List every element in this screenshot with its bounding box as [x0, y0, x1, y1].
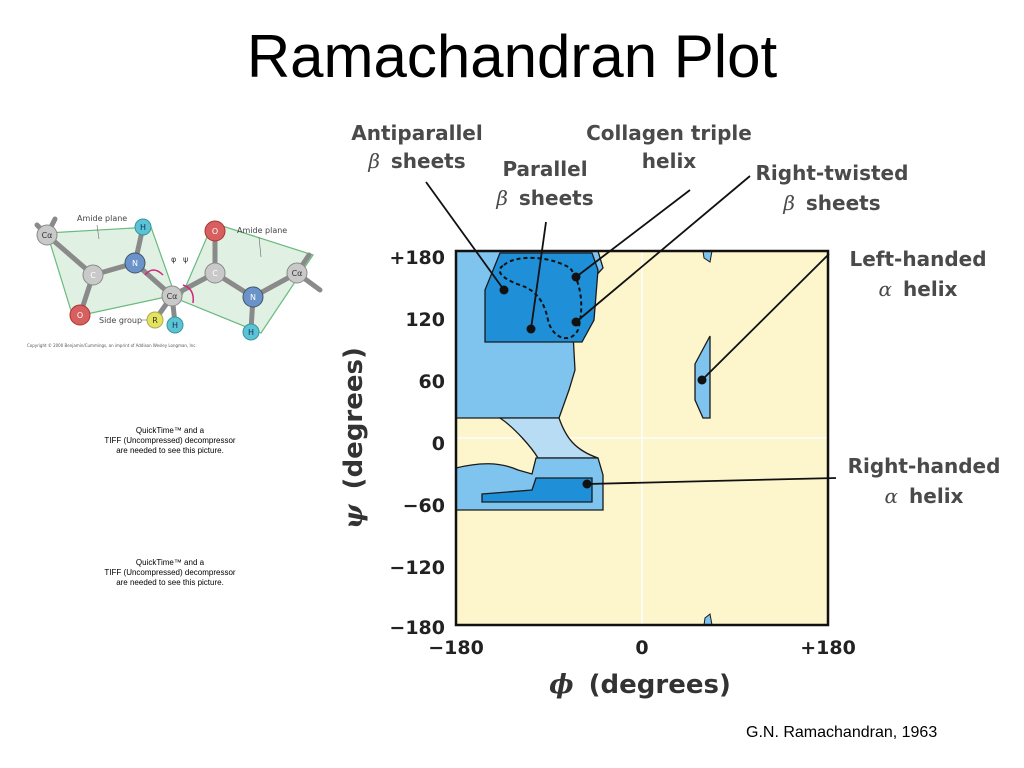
x-tick-label: 0 — [635, 637, 648, 659]
y-tick-label: 60 — [419, 371, 445, 393]
citation: G.N. Ramachandran, 1963 — [746, 724, 938, 741]
label-antiparallel-line2: β sheets — [367, 149, 465, 173]
atom-o-left — [69, 304, 91, 326]
atom-label-c-left: C — [90, 271, 96, 280]
marker-right-handed — [582, 479, 592, 489]
marker-collagen — [571, 272, 581, 282]
placeholder-line: TIFF (Uncompressed) decompressor — [104, 568, 236, 577]
atom-label-ca-left: Cα — [42, 231, 53, 240]
psi-angle-label: ψ — [183, 255, 188, 264]
x-axis-title: ϕ (degrees) — [549, 670, 731, 700]
leader-parallel — [530, 221, 547, 330]
atom-h-right — [242, 323, 260, 341]
atom-label-n-right: N — [250, 293, 256, 302]
atom-label-h-left: H — [140, 223, 146, 232]
atom-o-right — [204, 220, 226, 242]
label-antiparallel-line1: Antiparallel — [351, 121, 482, 145]
amide-plane-right-label: Amide plane — [237, 226, 287, 235]
label-text: helix — [903, 277, 958, 301]
marker-right-twisted — [571, 317, 581, 327]
atom-label-o-right: O — [212, 227, 218, 236]
placeholder-line: QuickTime™ and a — [135, 558, 205, 567]
quicktime-placeholder-2: QuickTime™ and a TIFF (Uncompressed) dec… — [70, 558, 270, 588]
atom-c-left — [82, 264, 104, 286]
y-tick-label: −120 — [389, 557, 445, 579]
alpha-symbol: α — [879, 277, 893, 301]
atom-label-n-left: N — [132, 259, 138, 268]
atom-n-left — [124, 252, 146, 274]
side-group-label: Side group — [99, 316, 142, 325]
y-tick-label: −60 — [403, 495, 445, 517]
y-tick-label: 0 — [432, 433, 445, 455]
y-tick-label: −180 — [389, 617, 445, 639]
slide-title: Ramachandran Plot — [246, 23, 778, 90]
label-left-handed-line1: Left-handed — [849, 247, 986, 271]
atom-c-right — [204, 262, 226, 284]
beta-symbol: β — [782, 191, 795, 215]
placeholder-line: are needed to see this picture. — [116, 446, 224, 455]
atom-label-ca-right: Cα — [292, 269, 303, 278]
x-tick-label: +180 — [800, 637, 856, 659]
region-core-beta — [484, 252, 599, 343]
beta-symbol: β — [367, 149, 380, 173]
label-parallel-line1: Parallel — [502, 157, 587, 181]
marker-left-handed — [697, 375, 707, 385]
label-right-twisted-line2: β sheets — [782, 191, 880, 215]
label-text: sheets — [519, 186, 594, 210]
label-text: helix — [909, 484, 964, 508]
placeholder-line: QuickTime™ and a — [135, 426, 205, 435]
atom-ca-left — [36, 224, 58, 246]
label-right-twisted-line1: Right-twisted — [756, 161, 909, 185]
beta-symbol: β — [495, 186, 508, 210]
leader-left-handed — [701, 253, 830, 381]
atom-n-right — [242, 286, 264, 308]
x-axis-symbol: ϕ — [549, 670, 573, 700]
label-left-handed-line2: α helix — [879, 277, 958, 301]
y-tick-label: +180 — [389, 247, 445, 269]
label-right-handed-line2: α helix — [885, 484, 964, 508]
marker-antiparallel — [499, 285, 509, 295]
atom-ca-center — [161, 285, 183, 307]
quicktime-placeholder-1: QuickTime™ and a TIFF (Uncompressed) dec… — [70, 426, 270, 456]
label-text: sheets — [806, 191, 881, 215]
label-collagen-line2: helix — [642, 149, 697, 173]
y-axis-label: (degrees) — [339, 347, 369, 489]
alpha-symbol: α — [885, 484, 899, 508]
leader-right-handed — [586, 477, 837, 485]
atom-ca-right — [286, 262, 308, 284]
placeholder-line: are needed to see this picture. — [116, 578, 224, 587]
atom-label-h-center: H — [172, 321, 178, 330]
right-twisted-contour — [498, 256, 583, 340]
peptide-backbone-figure: Cα C O N H Cα R H C O N H Cα φ ψ Amide p… — [27, 214, 323, 348]
phi-angle-label: φ — [171, 255, 176, 264]
atom-label-h-right: H — [248, 328, 254, 337]
copyright-text: Copyright © 2000 Benjamin/Cummings, an i… — [27, 343, 197, 348]
atom-h-left — [134, 218, 152, 236]
amide-plane-left-label: Amide plane — [77, 214, 127, 223]
x-axis-label: (degrees) — [589, 670, 731, 700]
atom-label-o-left: O — [77, 311, 83, 320]
label-collagen-line1: Collagen triple — [586, 121, 752, 145]
leader-right-twisted — [575, 175, 751, 323]
atom-h-center — [166, 316, 184, 334]
label-right-handed-line1: Right-handed — [848, 454, 1001, 478]
label-text: sheets — [391, 149, 466, 173]
x-tick-label: −180 — [428, 637, 484, 659]
y-tick-label: 120 — [405, 309, 445, 331]
psi-rotation-arrow — [182, 284, 195, 304]
atom-label-c-right: C — [212, 269, 218, 278]
leader-collagen — [575, 189, 691, 278]
phi-rotation-arrow — [144, 269, 164, 276]
atom-label-ca-center: Cα — [167, 292, 178, 301]
atom-label-r: R — [152, 316, 158, 325]
marker-parallel — [526, 324, 536, 334]
y-axis-title: ψ (degrees) — [339, 347, 369, 529]
y-axis-symbol: ψ — [339, 503, 369, 529]
region-core-alpha — [481, 477, 593, 503]
plot-frame — [454, 249, 830, 627]
leader-antiparallel — [425, 181, 505, 291]
label-parallel-line2: β sheets — [495, 186, 593, 210]
placeholder-line: TIFF (Uncompressed) decompressor — [104, 436, 236, 445]
